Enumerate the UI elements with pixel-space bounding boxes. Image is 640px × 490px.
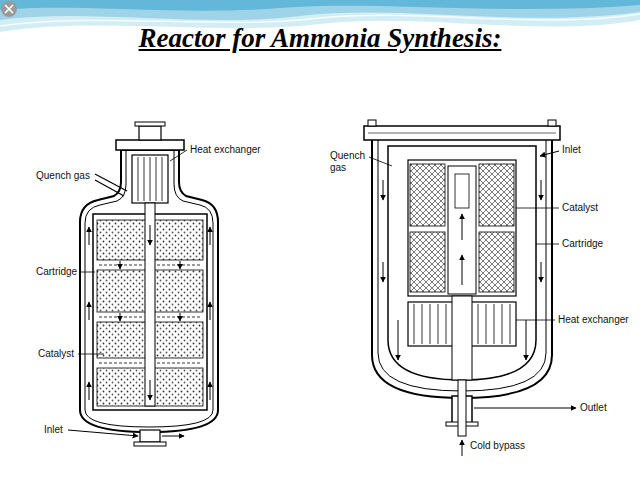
- part-label: Quench gas: [330, 150, 365, 174]
- flow-arrow: [462, 255, 463, 285]
- flow-arrow: [120, 313, 121, 321]
- vessel-shell: [80, 150, 218, 432]
- close-icon: [1, 1, 17, 17]
- inner-tube: [455, 174, 469, 208]
- leader-line: [78, 354, 104, 355]
- inlet-arrow: [540, 151, 559, 156]
- flow-arrow: [120, 261, 121, 269]
- cartridge: [388, 146, 536, 380]
- leader-line: [536, 244, 559, 245]
- exchanger-tubes: [138, 157, 162, 201]
- top-nozzle: [139, 126, 161, 140]
- leader-line: [516, 320, 555, 321]
- center-pipe: [452, 296, 472, 380]
- catalyst-basket: [408, 160, 516, 296]
- flow-arrows: [89, 225, 210, 400]
- heat-exchanger: [132, 155, 168, 203]
- part-label: Catalyst: [38, 348, 74, 360]
- leader-line: [170, 150, 187, 161]
- part-label: Inlet: [44, 424, 63, 436]
- part-label: Cartridge: [562, 238, 603, 250]
- flow-arrow: [150, 225, 151, 245]
- flow-arrow: [89, 227, 90, 245]
- flow-arrow: [541, 262, 542, 282]
- flow-arrows: [383, 180, 541, 360]
- leader-line: [516, 208, 559, 209]
- leader-line: [369, 157, 392, 166]
- part-label: Outlet: [580, 402, 607, 414]
- vessel-liner: [378, 140, 546, 391]
- part-label: Cartridge: [36, 266, 77, 278]
- closure-bolt: [548, 120, 556, 126]
- flow-arrow: [526, 320, 527, 360]
- flow-arrow: [383, 180, 384, 200]
- flow-arrow: [210, 302, 211, 320]
- part-label: Cold bypass: [470, 440, 525, 452]
- part-label: Heat exchanger: [558, 314, 629, 326]
- quench-pipe: [95, 174, 127, 196]
- flow-arrow: [180, 261, 181, 269]
- wave-band: [0, 0, 640, 11]
- bottom-flange: [134, 442, 166, 446]
- catalyst-bed: [479, 164, 514, 226]
- flow-arrow: [462, 214, 463, 240]
- inlet-arrow: [68, 430, 138, 436]
- top-flange: [116, 140, 184, 150]
- bypass-arrow: [462, 440, 463, 456]
- catalyst-bed: [410, 232, 445, 292]
- part-label: Quench gas: [36, 170, 90, 182]
- flow-arrow: [210, 382, 211, 400]
- flow-arrow: [89, 382, 90, 400]
- top-cap: [135, 122, 165, 126]
- quench-distributor: [99, 265, 201, 363]
- vessel-liner: [85, 150, 213, 427]
- bypass-pipe: [458, 380, 466, 436]
- part-label: Inlet: [562, 144, 581, 156]
- wave-band: [0, 0, 640, 20]
- bottom-nozzle: [140, 430, 160, 442]
- outlet-arrow: [474, 408, 576, 409]
- catalyst-bed: [410, 164, 445, 226]
- top-closure: [364, 126, 560, 140]
- closure-bolt: [368, 120, 376, 126]
- center-pipe: [145, 203, 155, 406]
- close-icon-cross: [5, 5, 13, 13]
- flow-arrow: [210, 227, 211, 245]
- part-label: Catalyst: [562, 202, 598, 214]
- vessel-shell: [372, 140, 552, 398]
- page-title: Reactor for Ammonia Synthesis:: [0, 22, 640, 54]
- part-label: Heat exchanger: [190, 144, 261, 156]
- closure-line: [368, 133, 556, 134]
- leader-line: [81, 272, 95, 273]
- flow-arrow: [150, 380, 151, 400]
- center-cylinder: [448, 166, 476, 294]
- flow-arrow: [180, 313, 181, 321]
- catalyst-bed: [479, 232, 514, 292]
- flow-arrow: [89, 302, 90, 320]
- right-reactor: [364, 120, 576, 456]
- left-reactor: [68, 122, 218, 446]
- flow-arrow: [383, 262, 384, 282]
- flow-arrow: [541, 180, 542, 200]
- outlet-arrow: [162, 436, 184, 437]
- flow-arrow: [398, 320, 399, 360]
